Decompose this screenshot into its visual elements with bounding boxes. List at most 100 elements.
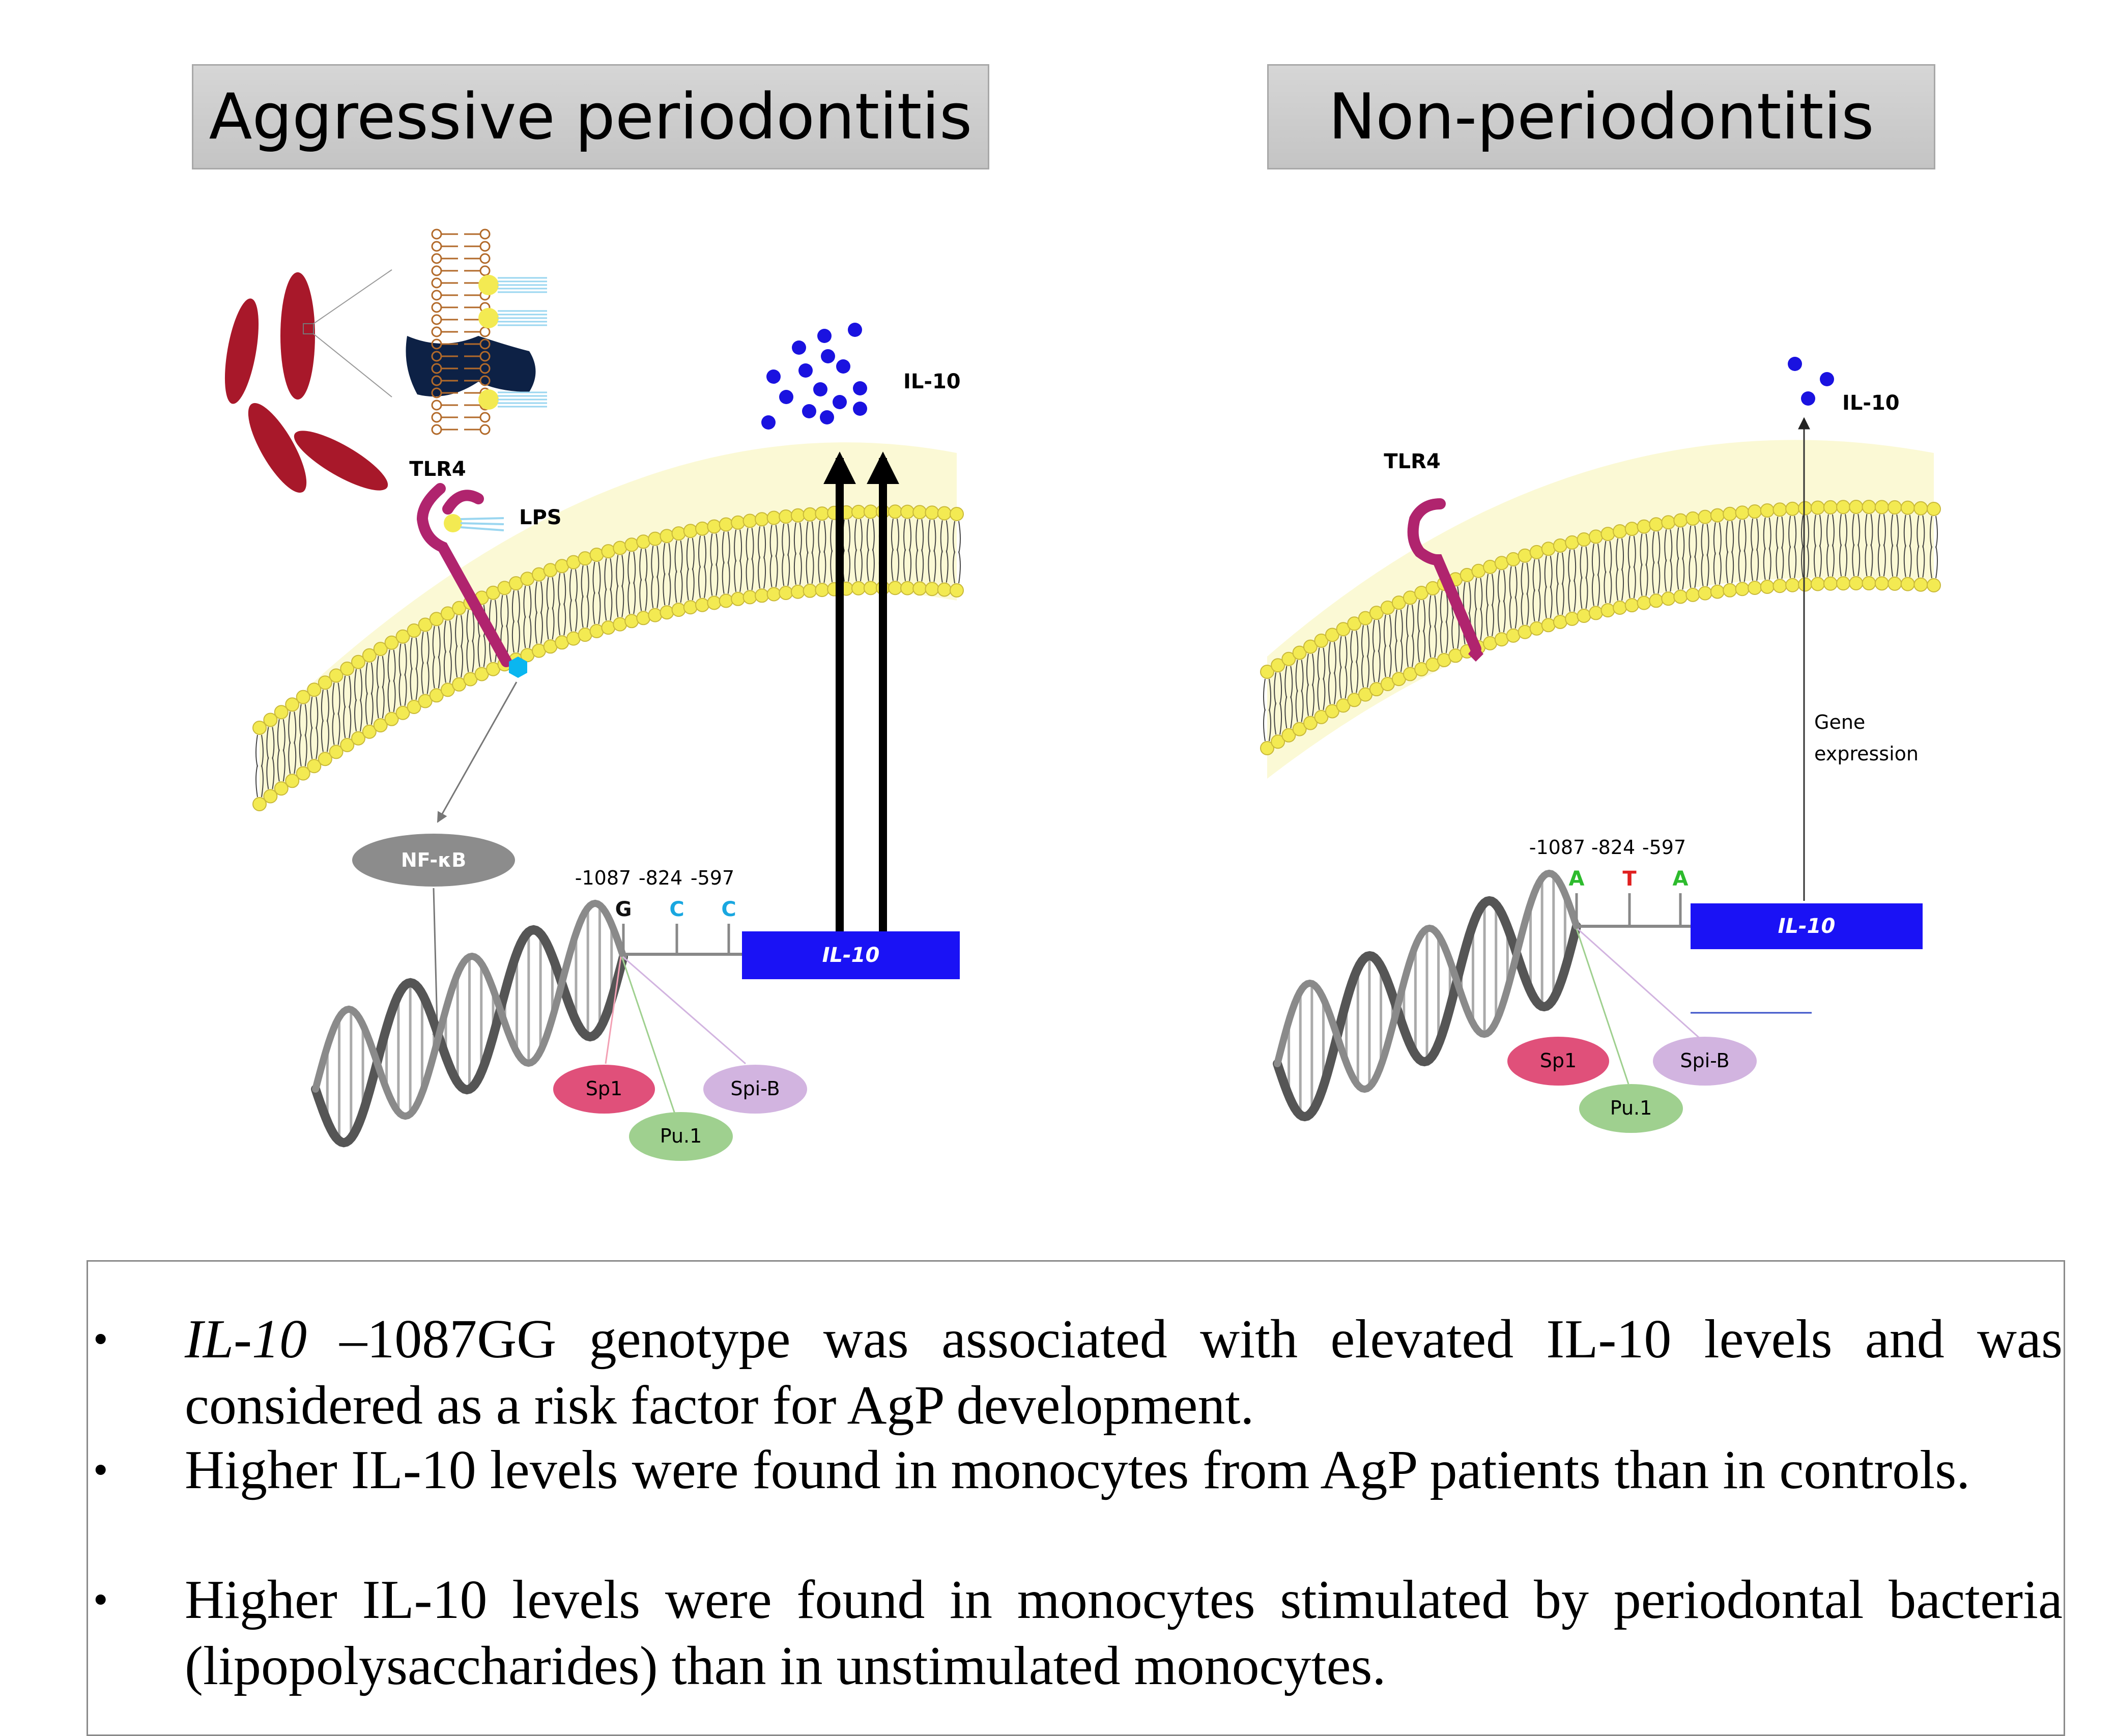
- lipid-tail: [1521, 562, 1524, 595]
- lipid-tail: [1857, 544, 1861, 577]
- lipid-tail: [1726, 551, 1729, 583]
- lipid-head: [900, 581, 915, 595]
- header-right-label: Non-periodontitis: [1328, 80, 1874, 154]
- lipid-tail: [1394, 609, 1397, 642]
- lipid-tail: [1909, 545, 1912, 577]
- lipid-tail: [1627, 536, 1631, 568]
- lipid-head: [601, 544, 616, 559]
- lipid-tail: [1719, 552, 1722, 585]
- allele-1087: A: [1569, 867, 1585, 891]
- lipid-head: [888, 581, 902, 595]
- lipid-tail: [1801, 545, 1804, 578]
- lipid-tail: [734, 559, 737, 592]
- lipid-tail: [1713, 552, 1716, 585]
- lipid-tail: [438, 626, 441, 659]
- lps-head: [478, 389, 499, 410]
- lipid-tail: [1930, 516, 1932, 549]
- bullet-marker: •: [93, 1576, 108, 1624]
- lipid-tail: [1597, 544, 1600, 576]
- lipid-tail: [455, 615, 458, 648]
- lipid-head: [1661, 591, 1676, 606]
- lipid-head: [263, 789, 278, 804]
- lipid-tail: [432, 626, 435, 659]
- lipid-tail: [1713, 522, 1716, 555]
- lipid-tail: [575, 569, 578, 602]
- bacterium: [280, 272, 315, 400]
- lipid-tail: [1550, 586, 1553, 618]
- summary-text-2: Higher IL-10 levels were found in monocy…: [185, 1437, 2063, 1503]
- lipid-tail: [1819, 545, 1822, 577]
- lipid-head: [1698, 509, 1712, 524]
- lipid-tail: [1274, 672, 1277, 705]
- lipid-tail: [1706, 554, 1709, 586]
- lipid-tail: [1367, 625, 1369, 658]
- lipid-tail: [1604, 540, 1607, 574]
- pu1-binding-line: [621, 956, 678, 1120]
- snp-position-1087: -1087: [1529, 836, 1585, 859]
- lipid-tail: [1383, 644, 1386, 677]
- lipid-tail: [1832, 544, 1835, 577]
- lipid-tail: [1801, 515, 1804, 548]
- bacterium: [248, 403, 307, 493]
- lipid-tail: [909, 519, 912, 551]
- lipid-head: [362, 724, 377, 739]
- snp-ticks: [622, 924, 730, 954]
- lipid-tail: [506, 595, 509, 628]
- lipid-head: [1565, 535, 1580, 550]
- sp1-factor: [1507, 1037, 1609, 1086]
- lipid-tail: [1857, 514, 1861, 547]
- lipid-head: [1888, 576, 1902, 591]
- lipid-head: [671, 603, 686, 617]
- lipid-head: [431, 326, 442, 337]
- lipid-tail: [616, 585, 619, 617]
- lipid-tail: [1616, 538, 1619, 571]
- lipid-tail: [775, 555, 778, 587]
- lipid-head: [683, 600, 698, 615]
- lipid-tail: [903, 549, 906, 581]
- lipid-tail: [627, 552, 631, 584]
- lipid-head: [719, 517, 733, 532]
- tlr4-receptor: [416, 483, 512, 667]
- lipid-tail: [818, 520, 821, 553]
- lipid-tail: [483, 635, 486, 667]
- lipid-tail: [1865, 544, 1868, 577]
- lipid-head: [1303, 716, 1318, 730]
- il10-molecule: [766, 369, 781, 384]
- lipid-tail: [310, 727, 313, 759]
- lipid-head: [1710, 584, 1725, 599]
- lipid-head: [1292, 722, 1307, 736]
- lipid-tail: [1633, 565, 1636, 599]
- lipid-tail: [1670, 559, 1673, 592]
- lipid-tail: [674, 540, 677, 573]
- lipid-tail: [953, 521, 955, 554]
- dna-strand: [311, 925, 628, 1148]
- lipid-tail: [751, 528, 754, 560]
- lipid-head: [1798, 501, 1813, 516]
- lipid-head: [766, 510, 781, 525]
- lipid-tail: [1468, 582, 1471, 615]
- lipid-tail: [1544, 556, 1547, 588]
- lipid-tail: [872, 519, 875, 551]
- lipid-tail: [1719, 522, 1722, 555]
- tlr4-adaptor-hexagon: [509, 657, 527, 678]
- lipid-tail: [552, 607, 555, 640]
- lipid-tail: [1621, 538, 1624, 571]
- lipid-tail: [370, 662, 374, 695]
- lipid-tail: [1756, 518, 1759, 551]
- pu1-binding-line: [1576, 928, 1629, 1085]
- lipid-head: [1314, 633, 1329, 648]
- lipid-tail: [1323, 677, 1326, 710]
- lipid-tail: [581, 565, 584, 598]
- lipid-head: [431, 412, 442, 423]
- lipid-tail: [288, 712, 291, 744]
- sp1-binding-line: [605, 956, 622, 1064]
- lipid-head: [815, 583, 830, 597]
- lipid-tail: [639, 549, 642, 581]
- lipid-tail: [1428, 595, 1432, 628]
- lipid-tail: [1378, 649, 1381, 682]
- lipid-tail: [592, 591, 595, 624]
- lipid-head: [1849, 576, 1864, 591]
- lipid-tail: [782, 553, 785, 586]
- lipid-tail: [958, 551, 961, 584]
